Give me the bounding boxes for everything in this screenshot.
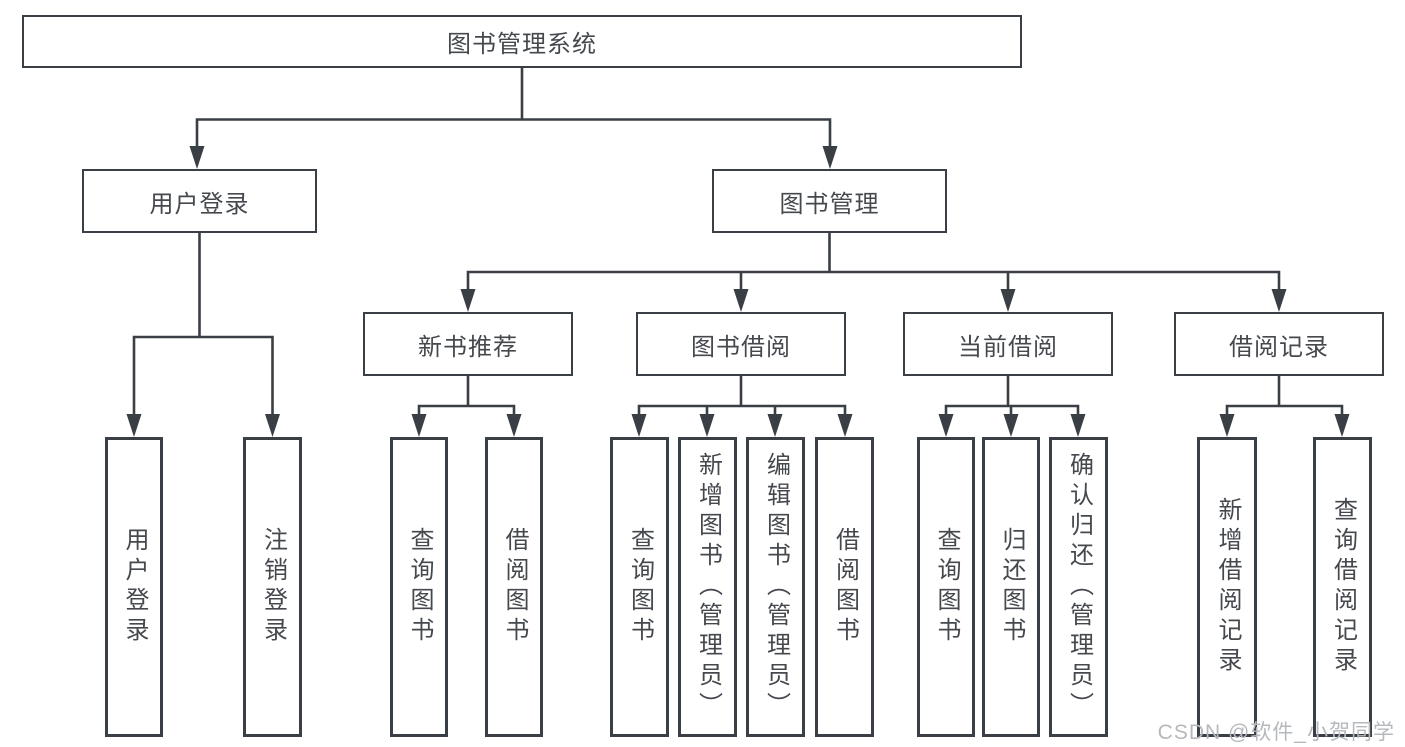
connector-paths — [132, 68, 1344, 416]
leaf-query-books-current: 查询图书 — [917, 437, 975, 737]
node-label: 用户登录 — [149, 190, 250, 218]
node-label: 新书推荐 — [418, 333, 518, 361]
node-library-management-system: 图书管理系统 — [22, 15, 1022, 68]
leaf-query-books-borrowing: 查询图书 — [610, 437, 669, 737]
node-label: 图书管理 — [779, 190, 880, 218]
leaf-label: 确认归还（管理员） — [1065, 452, 1093, 722]
leaf-label: 查询图书 — [626, 527, 654, 647]
leaf-label: 查询借阅记录 — [1329, 497, 1357, 677]
arrowhead-icons — [126, 146, 1350, 437]
leaf-add-books-admin: 新增图书（管理员） — [678, 437, 737, 737]
leaf-label: 归还图书 — [998, 527, 1025, 647]
node-new-book-recommend: 新书推荐 — [363, 312, 573, 376]
leaf-return-books: 归还图书 — [982, 437, 1040, 737]
leaf-label: 新增图书（管理员） — [694, 452, 722, 722]
node-label: 当前借阅 — [958, 333, 1058, 361]
node-user-login-branch: 用户登录 — [82, 169, 317, 233]
node-current-borrowing: 当前借阅 — [903, 312, 1113, 376]
leaf-borrow-books-recommend: 借阅图书 — [485, 437, 543, 737]
leaf-borrow-books: 借阅图书 — [815, 437, 874, 737]
leaf-query-borrow-record: 查询借阅记录 — [1313, 437, 1372, 737]
leaf-label: 注销登录 — [259, 527, 287, 647]
node-label: 图书管理系统 — [447, 31, 597, 58]
node-book-management-branch: 图书管理 — [712, 169, 947, 233]
leaf-label: 用户登录 — [121, 527, 148, 647]
leaf-label: 查询图书 — [933, 527, 960, 647]
leaf-label: 新增借阅记录 — [1214, 497, 1241, 677]
node-label: 借阅记录 — [1229, 333, 1329, 361]
leaf-label: 查询图书 — [406, 527, 433, 647]
leaf-label: 借阅图书 — [831, 527, 859, 647]
leaf-add-borrow-record: 新增借阅记录 — [1197, 437, 1257, 737]
leaf-edit-books-admin: 编辑图书（管理员） — [746, 437, 805, 737]
leaf-query-books-recommend: 查询图书 — [390, 437, 448, 737]
node-label: 图书借阅 — [691, 333, 791, 361]
csdn-watermark: CSDN @软件_小贺同学 — [1157, 721, 1395, 744]
leaf-label: 借阅图书 — [501, 527, 528, 647]
leaf-confirm-return-admin: 确认归还（管理员） — [1049, 437, 1108, 737]
node-book-borrowing: 图书借阅 — [636, 312, 846, 376]
leaf-user-login: 用户登录 — [105, 437, 163, 737]
leaf-label: 编辑图书（管理员） — [762, 452, 790, 722]
leaf-logout: 注销登录 — [243, 437, 302, 737]
node-borrowing-records: 借阅记录 — [1174, 312, 1384, 376]
